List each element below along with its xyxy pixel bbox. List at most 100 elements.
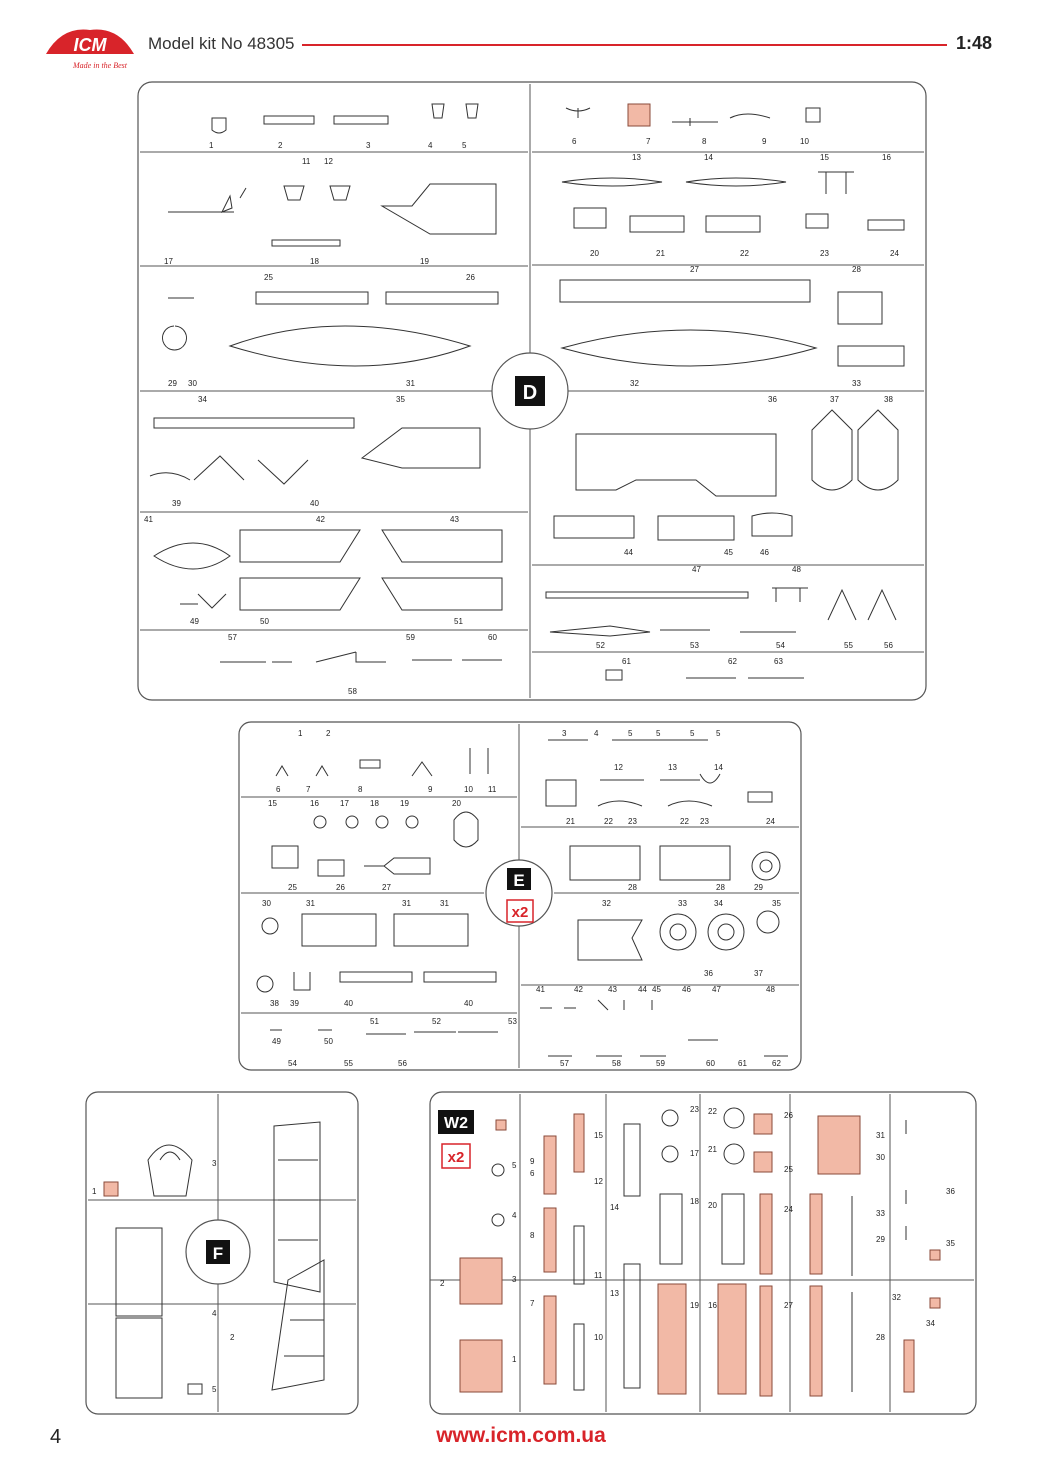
- svg-text:39: 39: [290, 999, 299, 1008]
- svg-text:56: 56: [398, 1059, 407, 1068]
- svg-text:19: 19: [420, 257, 429, 266]
- svg-text:3: 3: [512, 1275, 517, 1284]
- svg-text:41: 41: [536, 985, 545, 994]
- svg-text:35: 35: [946, 1239, 955, 1248]
- svg-text:1: 1: [298, 729, 303, 738]
- svg-text:7: 7: [530, 1299, 535, 1308]
- svg-text:46: 46: [682, 985, 691, 994]
- svg-text:29: 29: [168, 379, 177, 388]
- svg-text:44: 44: [624, 548, 633, 557]
- sprue-w2-label: W2: [444, 1115, 468, 1132]
- svg-text:4: 4: [594, 729, 599, 738]
- svg-text:25: 25: [784, 1165, 793, 1174]
- svg-text:2: 2: [440, 1279, 445, 1288]
- svg-text:35: 35: [396, 395, 405, 404]
- icm-logo: ICM Made in the Best: [46, 29, 134, 70]
- svg-text:7: 7: [646, 137, 651, 146]
- svg-text:30: 30: [262, 899, 271, 908]
- svg-text:32: 32: [602, 899, 611, 908]
- svg-text:36: 36: [768, 395, 777, 404]
- svg-text:18: 18: [370, 799, 379, 808]
- kit-scale: 1:48: [955, 33, 992, 53]
- svg-text:41: 41: [144, 515, 153, 524]
- svg-text:5: 5: [656, 729, 661, 738]
- svg-text:11: 11: [302, 157, 311, 166]
- svg-text:25: 25: [288, 883, 297, 892]
- sprue-f-part-numbers: 12 34 5: [92, 1159, 235, 1394]
- svg-text:55: 55: [844, 641, 853, 650]
- page-number: 4: [50, 1426, 62, 1448]
- svg-text:16: 16: [310, 799, 319, 808]
- svg-text:48: 48: [792, 565, 801, 574]
- svg-text:32: 32: [630, 379, 639, 388]
- svg-text:40: 40: [310, 499, 319, 508]
- svg-text:14: 14: [610, 1203, 619, 1212]
- svg-text:60: 60: [706, 1059, 715, 1068]
- svg-text:19: 19: [400, 799, 409, 808]
- kit-title: Model kit No 48305: [148, 34, 295, 53]
- svg-text:21: 21: [566, 817, 575, 826]
- svg-text:5: 5: [690, 729, 695, 738]
- svg-text:8: 8: [530, 1231, 535, 1240]
- svg-text:17: 17: [164, 257, 173, 266]
- svg-text:58: 58: [612, 1059, 621, 1068]
- svg-text:50: 50: [324, 1037, 333, 1046]
- svg-text:28: 28: [628, 883, 637, 892]
- svg-text:49: 49: [190, 617, 199, 626]
- svg-text:12: 12: [324, 157, 333, 166]
- sprue-w2-frame: [429, 1091, 977, 1415]
- svg-text:5: 5: [512, 1161, 517, 1170]
- svg-text:8: 8: [702, 137, 707, 146]
- svg-text:5: 5: [716, 729, 721, 738]
- svg-text:28: 28: [876, 1333, 885, 1342]
- svg-text:36: 36: [704, 969, 713, 978]
- svg-text:24: 24: [784, 1205, 793, 1214]
- svg-text:61: 61: [738, 1059, 747, 1068]
- svg-text:43: 43: [450, 515, 459, 524]
- svg-text:22: 22: [604, 817, 613, 826]
- svg-text:31: 31: [876, 1131, 885, 1140]
- svg-text:52: 52: [596, 641, 605, 650]
- svg-text:37: 37: [830, 395, 839, 404]
- svg-text:19: 19: [690, 1301, 699, 1310]
- svg-text:30: 30: [188, 379, 197, 388]
- svg-text:2: 2: [326, 729, 331, 738]
- svg-text:23: 23: [700, 817, 709, 826]
- svg-text:59: 59: [406, 633, 415, 642]
- svg-text:26: 26: [784, 1111, 793, 1120]
- svg-text:22: 22: [680, 817, 689, 826]
- svg-text:13: 13: [668, 763, 677, 772]
- svg-text:26: 26: [466, 273, 475, 282]
- svg-text:8: 8: [358, 785, 363, 794]
- svg-text:26: 26: [336, 883, 345, 892]
- svg-text:51: 51: [370, 1017, 379, 1026]
- svg-text:40: 40: [344, 999, 353, 1008]
- website-link[interactable]: www.icm.com.ua: [436, 1424, 606, 1447]
- svg-text:56: 56: [884, 641, 893, 650]
- svg-text:25: 25: [264, 273, 273, 282]
- page-header: ICM Made in the Best Model kit No 48305 …: [0, 0, 1042, 80]
- svg-text:4: 4: [428, 141, 433, 150]
- svg-text:17: 17: [690, 1149, 699, 1158]
- svg-text:14: 14: [704, 153, 713, 162]
- svg-text:7: 7: [306, 785, 311, 794]
- svg-text:42: 42: [574, 985, 583, 994]
- svg-text:14: 14: [714, 763, 723, 772]
- svg-text:33: 33: [852, 379, 861, 388]
- svg-text:58: 58: [348, 687, 357, 696]
- svg-text:10: 10: [800, 137, 809, 146]
- svg-text:20: 20: [452, 799, 461, 808]
- svg-text:2: 2: [230, 1333, 235, 1342]
- svg-text:Made in the Best: Made in the Best: [72, 61, 128, 70]
- svg-text:46: 46: [760, 548, 769, 557]
- svg-text:55: 55: [344, 1059, 353, 1068]
- svg-text:34: 34: [714, 899, 723, 908]
- svg-text:51: 51: [454, 617, 463, 626]
- svg-text:1: 1: [512, 1355, 517, 1364]
- svg-text:ICM: ICM: [74, 35, 108, 55]
- svg-text:12: 12: [614, 763, 623, 772]
- svg-text:2: 2: [278, 141, 283, 150]
- svg-text:16: 16: [708, 1301, 717, 1310]
